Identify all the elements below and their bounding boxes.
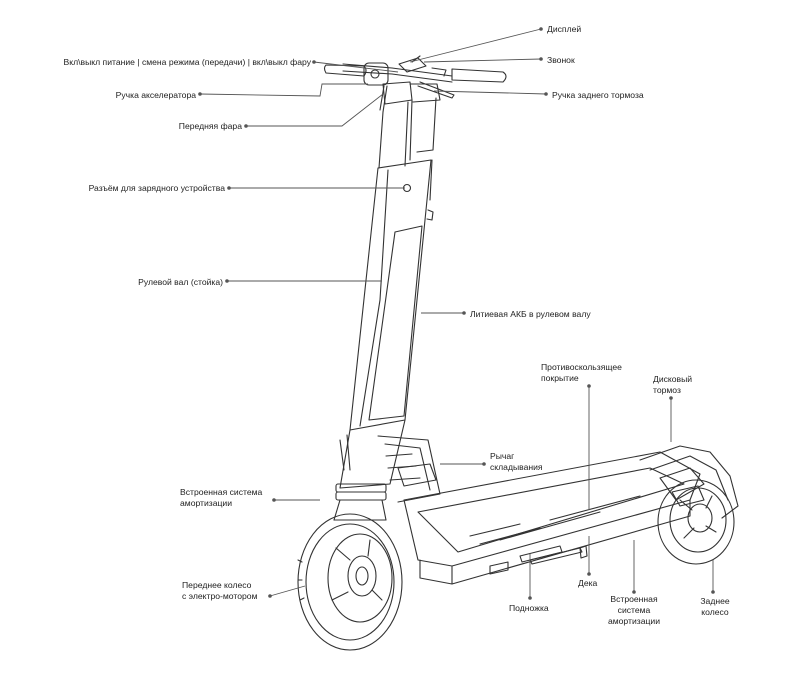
leader-dot-kickstand	[528, 596, 532, 600]
label-deck: Дека	[578, 578, 598, 588]
folding-joint	[339, 419, 441, 503]
label-battery: Литиевая АКБ в рулевом валу	[470, 309, 591, 319]
leader-dot-throttle	[198, 92, 202, 96]
leader-dot-folding-lever	[482, 462, 486, 466]
label-rear-wheel-line2: колесо	[701, 607, 729, 617]
label-anti-slip-line2: покрытие	[541, 373, 579, 383]
deck	[403, 451, 701, 585]
label-front-wheel: Переднее колесо с электро-мотором	[182, 580, 257, 602]
label-front-wheel-line1: Переднее колесо	[182, 580, 252, 590]
leader-dot-power-mode-light	[312, 60, 316, 64]
leader-line-throttle	[199, 83, 368, 97]
leader-dot-rear-wheel	[711, 590, 715, 594]
label-display: Дисплей	[547, 24, 582, 34]
label-throttle: Ручка акселератора	[115, 90, 196, 100]
leader-line-rear-brake-lever	[433, 90, 547, 95]
leader-dot-front-wheel	[268, 594, 272, 598]
leader-dot-rear-brake-lever	[544, 92, 548, 96]
leader-line-front-wheel	[269, 585, 306, 597]
label-rear-wheel-line1: Заднее	[700, 596, 730, 606]
label-power-mode-light: Вкл\выкл питание | смена режима (передач…	[63, 57, 311, 67]
leader-line-headlight	[246, 93, 384, 127]
label-front-suspension-line2: амортизации	[180, 498, 233, 508]
front-wheel	[297, 513, 403, 651]
label-front-suspension-line1: Встроенная система	[180, 487, 263, 497]
leader-dot-deck	[587, 572, 591, 576]
label-front-suspension: Встроенная система амортизации	[180, 487, 262, 509]
label-anti-slip: Противоскользящее покрытие	[541, 362, 622, 384]
label-rear-suspension-line1: Встроенная	[610, 594, 658, 604]
label-bell: Звонок	[547, 55, 575, 65]
label-charging-port: Разъём для зарядного устройства	[88, 183, 225, 193]
leader-dot-steering-column	[225, 279, 229, 283]
leader-line-display	[409, 28, 542, 63]
rear-wheel	[657, 479, 735, 565]
leader-dot-display	[539, 27, 543, 31]
label-rear-brake-lever: Ручка заднего тормоза	[552, 90, 644, 100]
leader-line-bell	[423, 58, 542, 63]
leader-dot-disc-brake	[669, 396, 673, 400]
label-front-wheel-line2: с электро-мотором	[182, 591, 258, 601]
label-folding-lever-line2: складывания	[490, 462, 543, 472]
label-headlight: Передняя фара	[178, 121, 242, 131]
label-disc-brake-line2: тормоз	[653, 385, 681, 395]
label-rear-wheel: Заднее колесо	[695, 596, 735, 618]
leader-line-power-mode-light	[313, 61, 399, 73]
leader-dot-battery	[462, 311, 466, 315]
leader-dot-layer	[198, 27, 715, 600]
label-folding-lever: Рычаг складывания	[490, 451, 543, 473]
label-disc-brake: Дисковый тормоз	[653, 374, 692, 396]
leader-dot-anti-slip	[587, 384, 591, 388]
label-rear-suspension: Встроенная система амортизации	[602, 594, 666, 627]
label-folding-lever-line1: Рычаг	[490, 451, 515, 461]
label-rear-suspension-line2: система	[617, 605, 651, 615]
label-rear-suspension-line3: амортизации	[607, 616, 661, 626]
head-tube	[379, 81, 441, 161]
label-kickstand: Подножка	[509, 603, 549, 613]
leader-dot-charging-port	[227, 186, 231, 190]
handlebar	[323, 55, 507, 99]
rear-fender	[639, 445, 739, 519]
leader-dot-rear-suspension	[632, 590, 636, 594]
leader-dot-bell	[539, 57, 543, 61]
leader-dot-headlight	[244, 124, 248, 128]
label-disc-brake-line1: Дисковый	[653, 374, 693, 384]
label-steering-column: Рулевой вал (стойка)	[138, 277, 223, 287]
label-anti-slip-line1: Противоскользящее	[541, 362, 622, 372]
leader-dot-front-suspension	[272, 498, 276, 502]
